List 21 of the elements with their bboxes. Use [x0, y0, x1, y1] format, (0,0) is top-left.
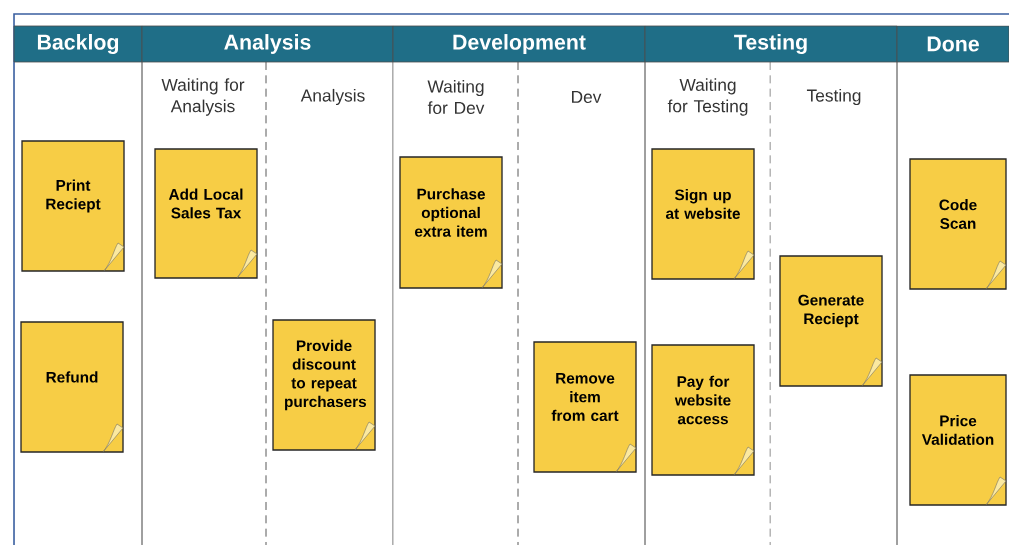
sticky-note: Refund: [20, 321, 124, 453]
sticky-note: Pay for website access: [651, 344, 755, 476]
column-subheading: Analysis: [300, 88, 365, 106]
column-header: Backlog: [13, 25, 143, 63]
column-subheading: Waiting for Analysis: [161, 78, 245, 116]
sticky-note: Provide discount to repeat purchasers: [272, 319, 376, 451]
sticky-note: Remove item from cart: [533, 341, 637, 473]
sticky-note: Purchase optional extra item: [399, 156, 503, 289]
column-subheading: Waiting for Dev: [427, 79, 485, 114]
sticky-note: Code Scan: [909, 158, 1007, 290]
sticky-note: Add Local Sales Tax: [154, 148, 258, 279]
column-subheading: Waiting for Testing: [667, 78, 748, 116]
column-header: Done: [896, 25, 1009, 63]
column-header: Development: [392, 25, 646, 63]
sticky-note: Sign up at website: [651, 148, 755, 280]
column-subheading: Dev: [572, 90, 602, 104]
column-header: Analysis: [141, 25, 394, 63]
column-subheading: Testing: [806, 88, 861, 106]
sticky-note: Print Reciept: [21, 140, 125, 272]
sticky-note: Generate Reciept: [779, 255, 883, 387]
sticky-note: Price Validation: [909, 374, 1007, 506]
